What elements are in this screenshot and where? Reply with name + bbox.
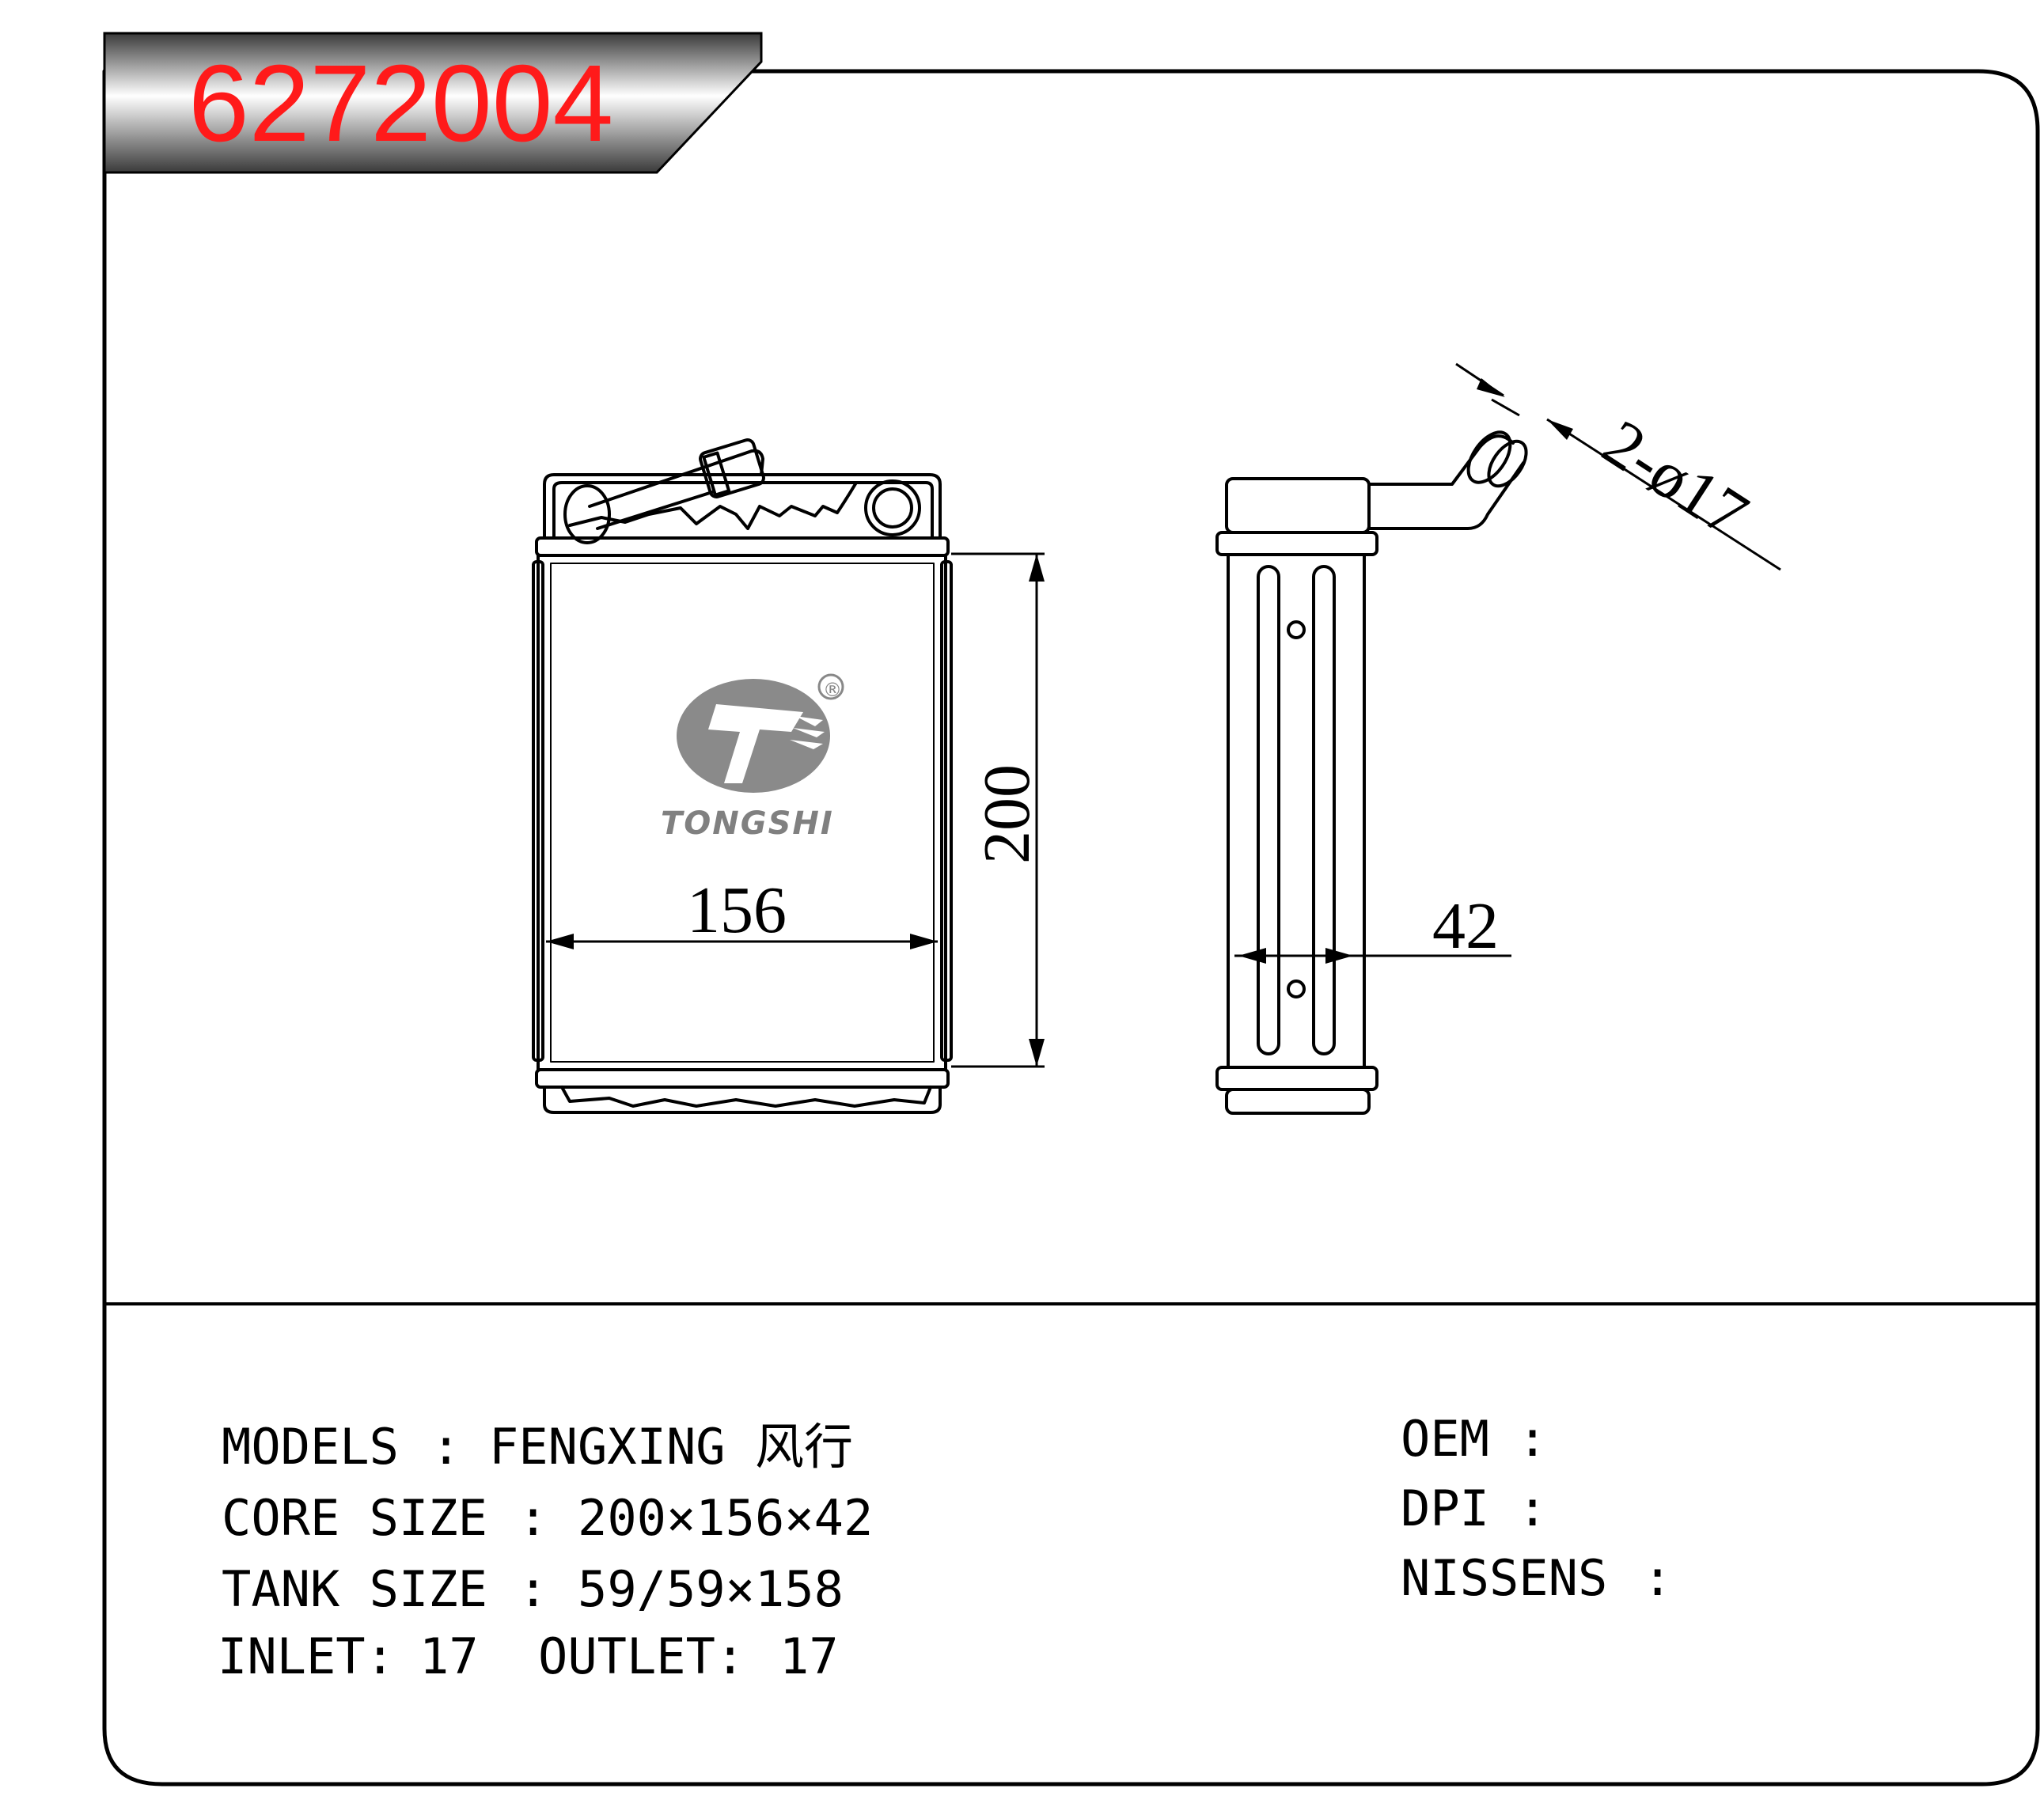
spec-table: MODELS : FENGXING 风行 CORE SIZE : 200×156… <box>218 1418 873 1685</box>
cross-reference-table: OEM : DPI : NISSENS : <box>1401 1410 1672 1607</box>
models-sep: : <box>431 1418 461 1476</box>
models-value: FENGXING 风行 <box>489 1418 853 1476</box>
width-dimension: 156 <box>546 873 938 949</box>
core-size-value: 200×156×42 <box>578 1489 873 1547</box>
side-pipe <box>1367 430 1528 530</box>
inlet-value: 17 <box>419 1627 479 1685</box>
tank-size-value: 59/59×158 <box>578 1560 844 1618</box>
title-banner: 6272004 <box>103 32 763 174</box>
brand-name: TONGSHI <box>661 805 834 842</box>
core-size-label: CORE SIZE <box>222 1489 487 1547</box>
pipe-value: 2-ø17 <box>1591 406 1761 552</box>
height-dimension: 200 <box>951 552 1045 1068</box>
width-value: 156 <box>687 873 787 947</box>
nissens-sep: : <box>1643 1549 1672 1607</box>
front-pipe <box>563 438 765 544</box>
core-size-sep: : <box>518 1489 548 1547</box>
front-view: ® TONGSHI 156 200 <box>532 438 1045 1114</box>
dpi-label: DPI <box>1401 1480 1489 1537</box>
nissens-label: NISSENS <box>1401 1549 1607 1607</box>
depth-dimension: 42 <box>1234 889 1511 964</box>
tank-size-label: TANK SIZE <box>222 1560 487 1618</box>
tank-size-sep: : <box>518 1560 548 1618</box>
height-value: 200 <box>970 764 1044 864</box>
models-label: MODELS <box>222 1418 399 1476</box>
front-port <box>864 479 921 536</box>
side-core <box>1227 553 1366 1069</box>
oem-label: OEM <box>1401 1410 1489 1468</box>
oem-sep: : <box>1518 1410 1547 1468</box>
depth-value: 42 <box>1432 889 1499 963</box>
sheet-frame <box>102 69 2040 1787</box>
pipe-dimension: 2-ø17 <box>1455 362 1781 571</box>
outlet-value: 17 <box>779 1627 839 1685</box>
inlet-label: INLET: <box>218 1627 395 1685</box>
outlet-label: OUTLET: <box>538 1627 745 1685</box>
part-number: 6272004 <box>188 43 613 165</box>
side-view: 42 2-ø17 <box>1215 362 1781 1115</box>
registered-mark: ® <box>823 679 842 701</box>
tongshi-logo: ® TONGSHI <box>661 673 844 842</box>
dpi-sep: : <box>1518 1480 1547 1537</box>
